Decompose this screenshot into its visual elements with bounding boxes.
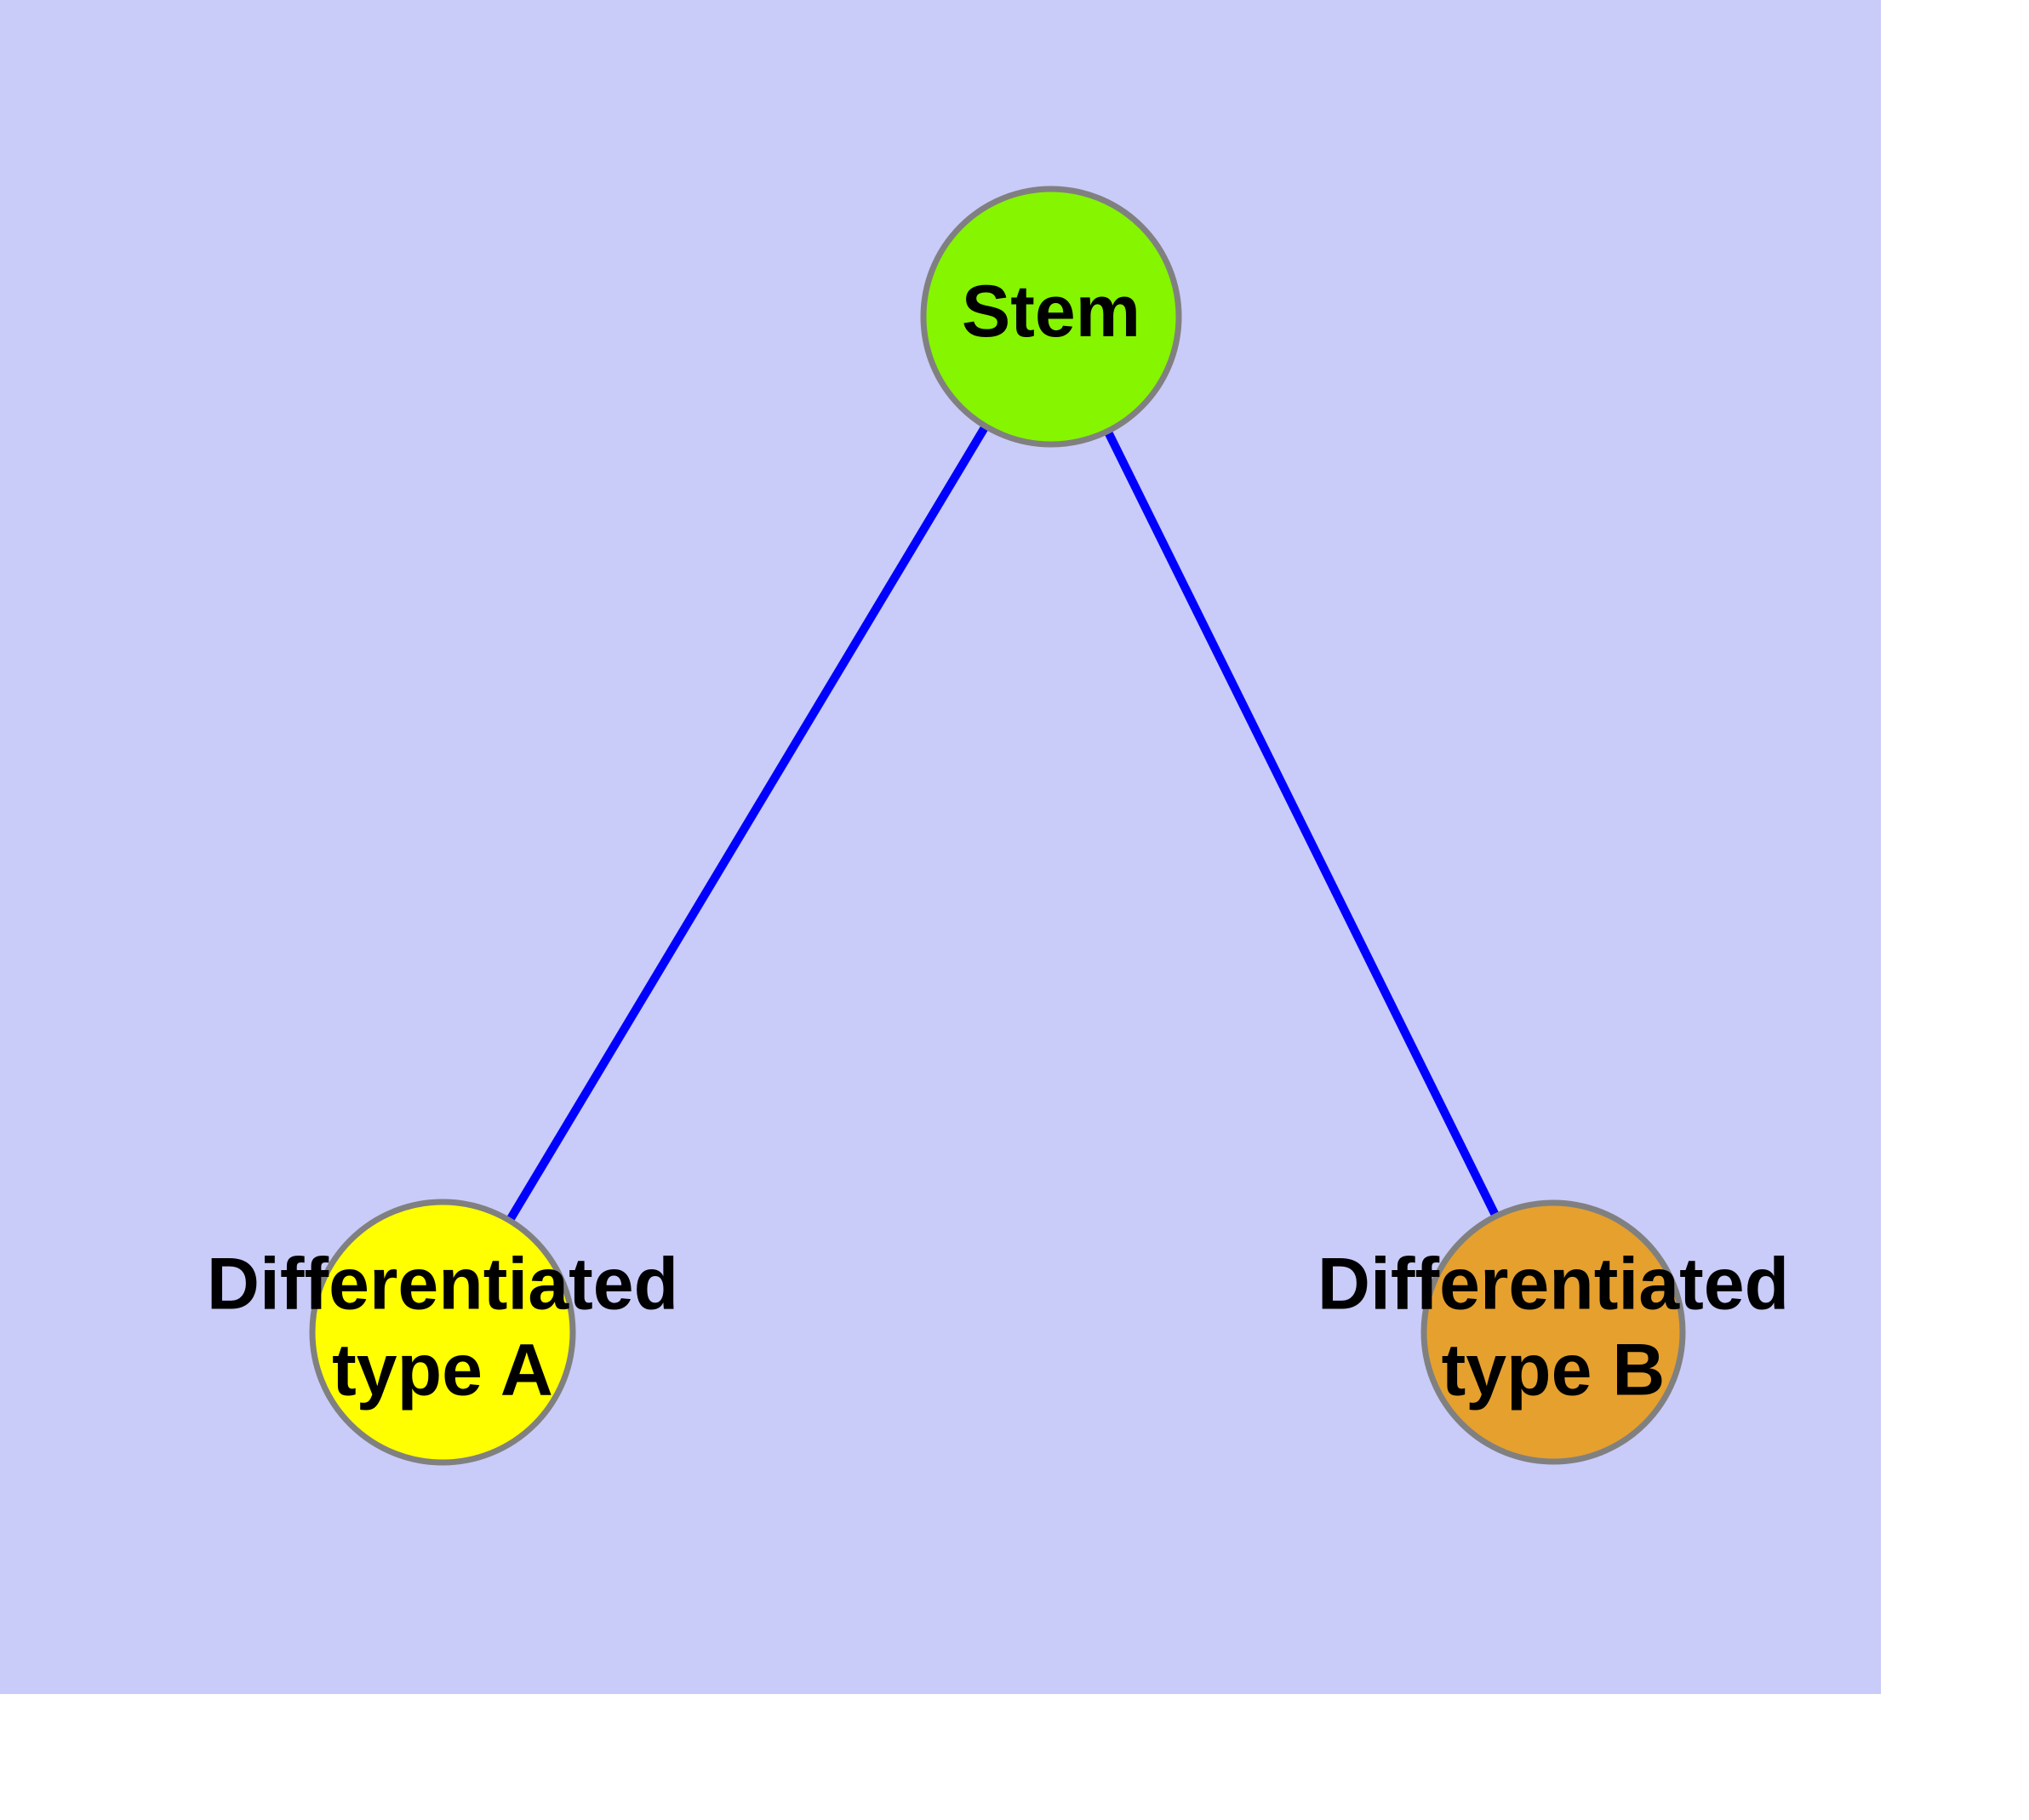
edges-layer <box>438 314 1557 1335</box>
node-label-stem: Stem <box>962 271 1140 352</box>
node-label-line: Differentiated <box>207 1243 678 1325</box>
node-shapes-layer <box>309 186 1686 1466</box>
edge-stem-diff-b <box>1047 314 1557 1335</box>
node-label-line: Differentiated <box>1317 1243 1789 1325</box>
node-stem[interactable] <box>920 186 1182 448</box>
node-label-line: type B <box>1442 1329 1666 1411</box>
node-diff_b[interactable] <box>1420 1199 1686 1465</box>
node-label-line: Stem <box>962 271 1140 352</box>
node-label-line: type A <box>332 1329 553 1411</box>
node-diff_a[interactable] <box>309 1199 576 1466</box>
edge-stem-diff-a <box>438 314 1055 1335</box>
